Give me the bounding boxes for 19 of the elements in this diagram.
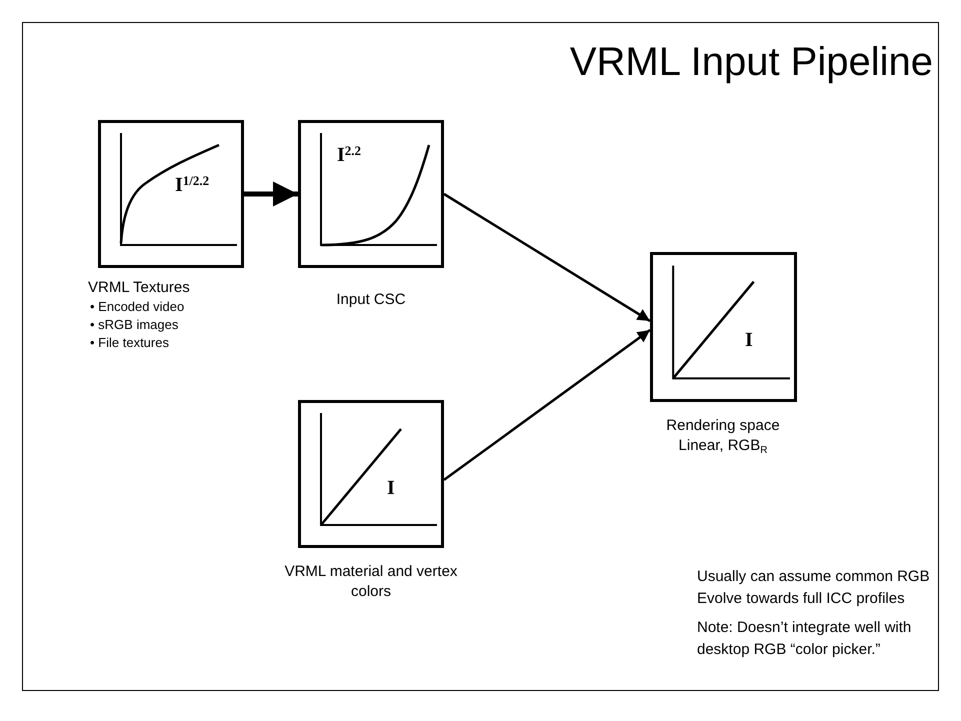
node-label: Rendering space [665,416,781,436]
node-label: Input CSC [335,290,407,310]
note-text: Note: Doesn’t integrate well with desktop RGB “color picker.” [697,618,912,660]
bullet-item: • sRGB images [90,316,180,334]
bullet-item: • Encoded video [90,298,186,316]
node-label: VRML Textures [87,278,191,298]
arrow [244,182,298,206]
arrow [443,192,651,322]
arrow [443,328,651,481]
formula-label: I$^{2.2}$ [337,145,362,165]
formula-label: I$^{1/2.2}$ [175,175,210,195]
bullet-item: • File textures [90,334,170,352]
formula-label: I [745,330,753,350]
slide-title: VRML Input Pipeline [570,42,933,82]
node-label: Linear, RGB$_{R}$ [678,436,768,456]
formula-label: I [387,478,395,498]
node-label: VRML material and vertex colors [284,562,458,602]
note-text: Usually can assume common RGB [697,567,927,587]
note-text: Evolve towards full ICC profiles [697,589,906,609]
